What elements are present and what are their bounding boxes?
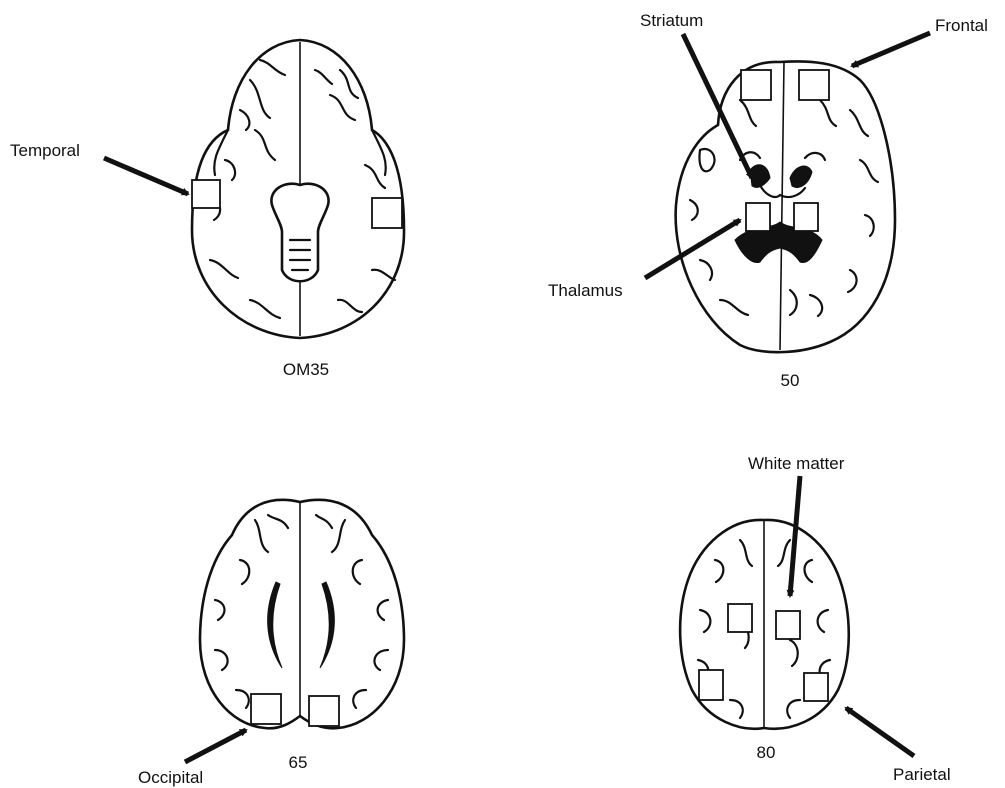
slice-65: 65 bbox=[200, 500, 404, 772]
slice-50: 50 bbox=[676, 61, 895, 390]
roi-temporal-right bbox=[372, 198, 402, 228]
label-occipital: Occipital bbox=[138, 768, 203, 787]
arrow-temporal bbox=[104, 158, 188, 194]
brain-outline-65 bbox=[200, 500, 404, 728]
label-temporal: Temporal bbox=[10, 141, 80, 160]
slice-80: 80 bbox=[680, 520, 849, 762]
caption-50: 50 bbox=[781, 371, 800, 390]
roi-occipital-left bbox=[251, 694, 281, 724]
caption-65: 65 bbox=[289, 753, 308, 772]
brain-outline-50 bbox=[676, 61, 895, 352]
label-thalamus: Thalamus bbox=[548, 281, 623, 300]
label-frontal: Frontal bbox=[935, 16, 988, 35]
arrow-frontal bbox=[852, 33, 930, 66]
arrow-parietal bbox=[846, 708, 914, 756]
caption-om35: OM35 bbox=[283, 360, 329, 379]
caption-80: 80 bbox=[757, 743, 776, 762]
roi-frontal-right bbox=[799, 70, 829, 100]
roi-parietal-right bbox=[804, 673, 828, 701]
roi-wm-left bbox=[728, 604, 752, 632]
roi-occipital-right bbox=[309, 696, 339, 726]
roi-thalamus-right bbox=[794, 203, 818, 231]
roi-temporal-left bbox=[192, 180, 220, 208]
slice-om35: OM35 bbox=[192, 40, 404, 379]
roi-parietal-left bbox=[699, 670, 723, 700]
roi-thalamus-left bbox=[746, 203, 770, 231]
label-striatum: Striatum bbox=[640, 11, 703, 30]
roi-wm-right bbox=[776, 611, 800, 639]
label-white-matter: White matter bbox=[748, 454, 845, 473]
label-parietal: Parietal bbox=[893, 765, 951, 784]
arrow-occipital bbox=[185, 730, 246, 762]
roi-frontal-left bbox=[741, 70, 771, 100]
